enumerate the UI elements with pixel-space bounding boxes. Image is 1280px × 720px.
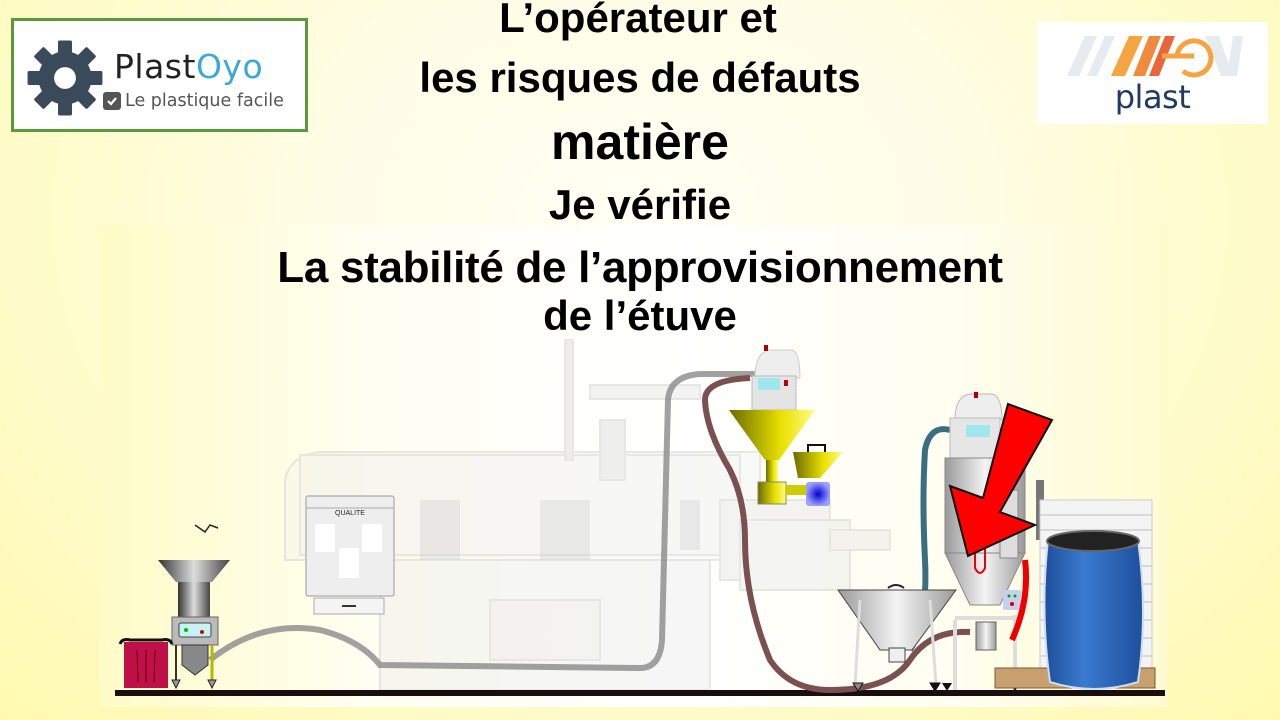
title-line-6: de l’étuve [543,292,737,339]
floor-line [115,690,1165,696]
title-line-1: L’opérateur et [499,0,777,41]
brand-name: PlastOyo [114,47,264,86]
gray-hose [208,371,760,672]
grinder [158,524,230,690]
checkbox-icon [103,92,121,110]
plastoyo-logo: PlastOyo Le plastique facile [11,18,308,132]
wev-plast-logo: plast [1037,22,1268,124]
title-line-5: La stabilité de l’approvisionnement [277,243,1003,292]
wev-mark-icon [1067,36,1243,78]
title-line-3: matière [551,114,729,170]
svg-text:QUALITE: QUALITE [335,510,365,517]
wev-plast-wordmark: plast [1114,78,1191,116]
title-line-2: les risques de défauts [419,54,861,101]
brown-hose [701,375,971,694]
gear-icon [27,40,103,116]
press-detail [420,500,700,560]
title-line-4: Je vérifie [548,181,732,228]
flying-part-icon [194,524,219,534]
waste-bin [118,638,174,688]
cone-hopper [837,584,957,692]
brand-tagline: Le plastique facile [103,91,284,111]
highlight-arrow-icon [948,402,1054,558]
blue-drum [1043,530,1144,690]
hopper-loader [729,345,843,506]
quality-board: QUALITE [305,495,395,615]
